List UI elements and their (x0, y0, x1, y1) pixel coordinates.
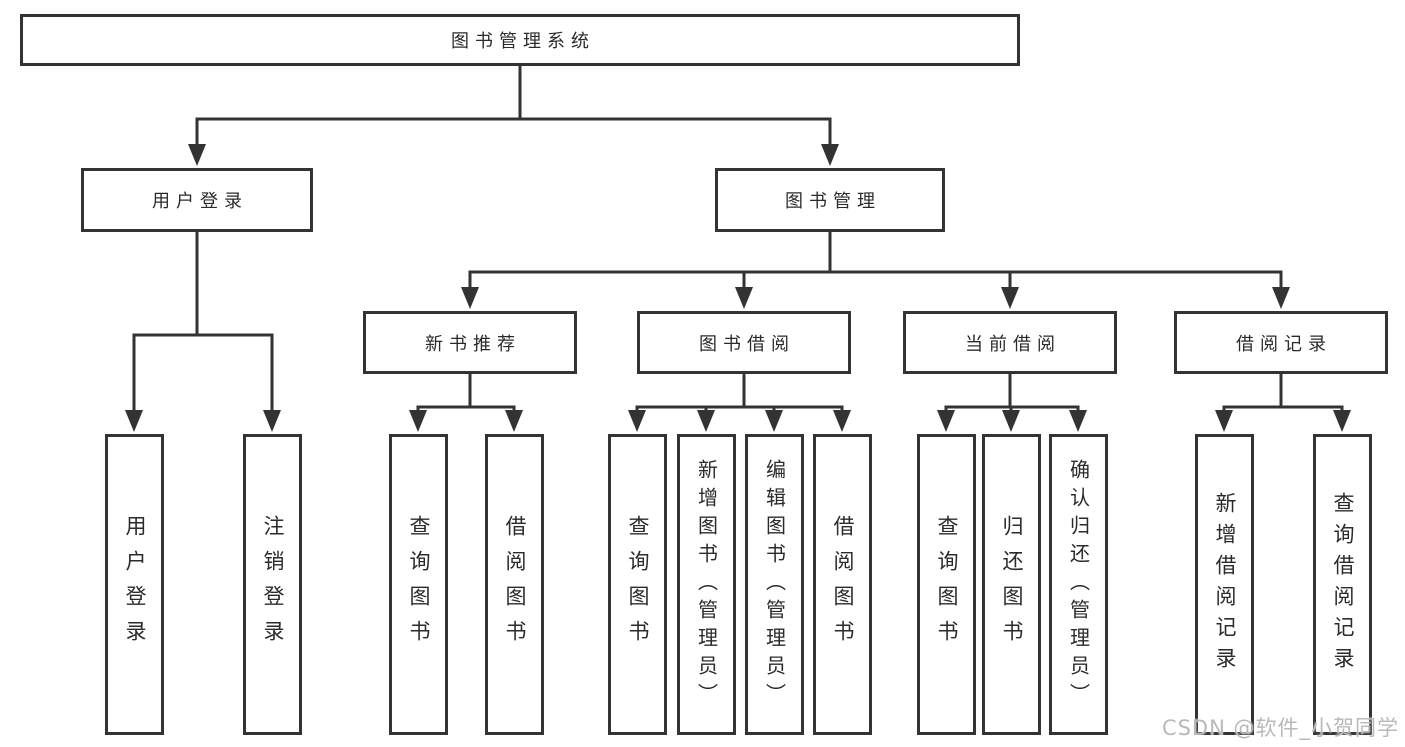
leaf-query-books-1: 查询图书 (389, 434, 448, 735)
node-new-book-recommend: 新书推荐 (363, 311, 577, 374)
node-root: 图书管理系统 (20, 14, 1020, 66)
leaf-edit-book-admin: 编辑图书（管理员） (745, 434, 804, 735)
node-label: 当前借阅 (965, 333, 1061, 355)
node-label: 用户登录 (123, 514, 147, 655)
node-label: 查询图书 (407, 514, 431, 655)
node-book-management: 图书管理 (715, 168, 945, 232)
leaf-borrow-books-1: 借阅图书 (485, 434, 544, 735)
node-label: 查询图书 (626, 514, 650, 655)
node-borrow-records: 借阅记录 (1174, 311, 1388, 374)
node-label: 图书借阅 (699, 333, 795, 355)
leaf-query-books-2: 查询图书 (608, 434, 667, 735)
leaf-confirm-return-admin: 确认归还（管理员） (1049, 434, 1108, 735)
node-current-borrow: 当前借阅 (903, 311, 1117, 374)
node-label: 图书管理系统 (451, 31, 595, 52)
node-label: 注销登录 (261, 514, 285, 655)
node-label: 查询图书 (935, 514, 959, 655)
node-label: 用户登录 (152, 191, 248, 212)
node-label: 借阅图书 (503, 514, 527, 655)
node-label: 新增图书（管理员） (694, 458, 719, 711)
node-label: 确认归还（管理员） (1066, 458, 1091, 711)
node-label: 编辑图书（管理员） (762, 458, 787, 711)
leaf-query-books-3: 查询图书 (917, 434, 976, 735)
node-label: 新书推荐 (425, 333, 521, 355)
node-label: 借阅记录 (1236, 333, 1332, 355)
leaf-query-borrow-record: 查询借阅记录 (1313, 434, 1372, 735)
node-label: 查询借阅记录 (1331, 491, 1355, 678)
node-label: 图书管理 (785, 191, 881, 212)
node-user-login: 用户登录 (81, 168, 313, 232)
leaf-borrow-books-2: 借阅图书 (813, 434, 872, 735)
watermark: CSDN @软件_小贺同学 (1161, 716, 1399, 740)
node-label: 归还图书 (1000, 514, 1024, 655)
node-book-borrow: 图书借阅 (637, 311, 851, 374)
leaf-logout: 注销登录 (243, 434, 302, 735)
leaf-return-book: 归还图书 (982, 434, 1041, 735)
leaf-add-borrow-record: 新增借阅记录 (1195, 434, 1254, 735)
leaf-user-login: 用户登录 (105, 434, 164, 735)
node-label: 借阅图书 (831, 514, 855, 655)
arrowheads (125, 144, 1351, 432)
leaf-add-book-admin: 新增图书（管理员） (677, 434, 736, 735)
node-label: 新增借阅记录 (1213, 491, 1237, 678)
